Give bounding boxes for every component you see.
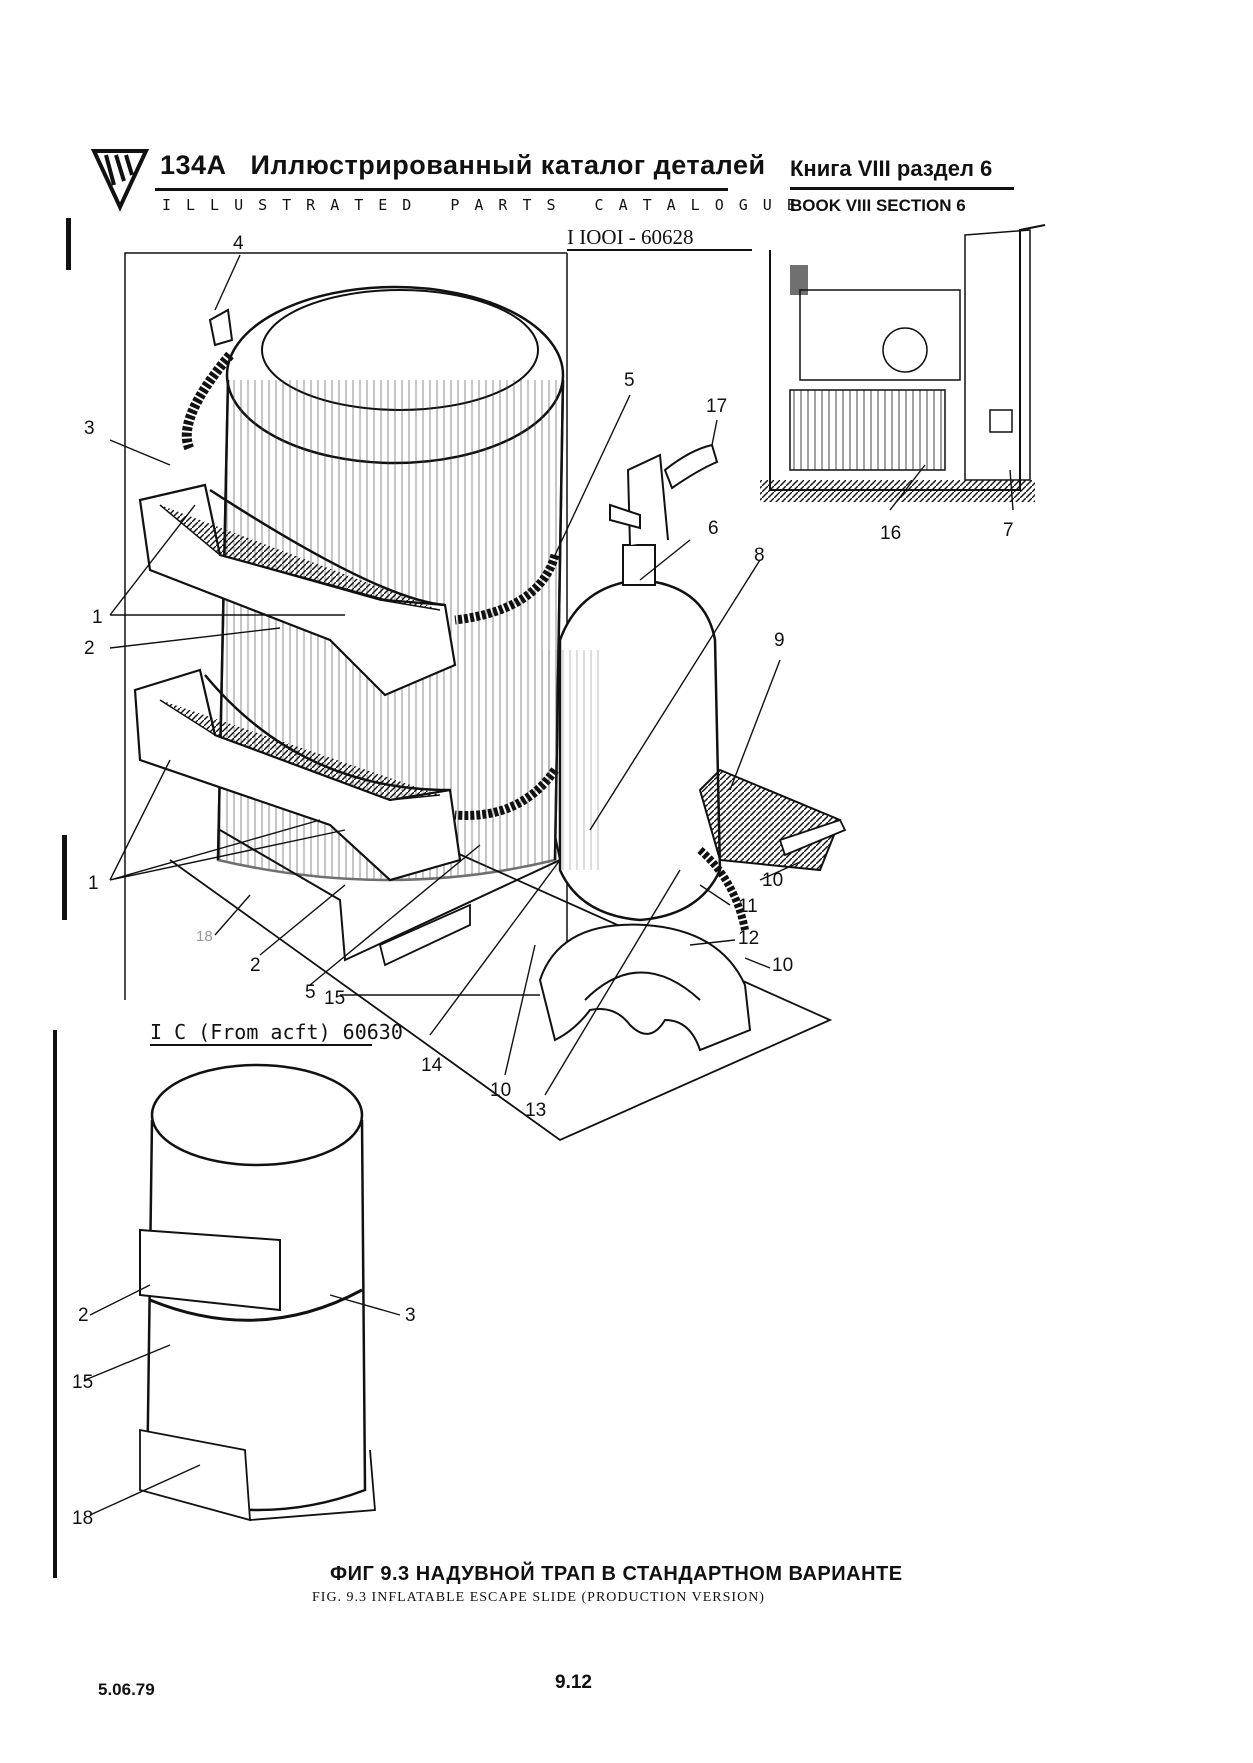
callout-2-bottom: 2 [78,1305,89,1326]
catalog-title-en: ILLUSTRATED PARTS CATALOGUE [162,196,811,214]
callout-7: 7 [1003,520,1014,541]
callout-5-lower: 5 [305,982,316,1003]
callout-18-faint: 18 [196,928,213,945]
effectivity-upper: I IOOI - 60628 [567,225,694,249]
callout-17: 17 [706,396,728,417]
footer-page-number: 9.12 [555,1672,592,1693]
cabin-inset [760,224,1046,502]
side-bracket [698,768,842,872]
callout-3-bottom: 3 [405,1305,416,1326]
margin-bar-top [66,218,71,270]
catalog-title-ru: 134A Иллюстрированный каталог деталей [160,150,766,181]
strap-upper [454,553,560,625]
lower-bracket [133,668,462,882]
callout-10-right: 10 [762,870,784,891]
book-section-en: BOOK VIII SECTION 6 [790,196,966,215]
bottle-strap [697,846,749,931]
callout-11: 11 [738,896,758,917]
callout-3: 3 [84,418,95,439]
callout-8: 8 [754,545,765,566]
callout-5: 5 [624,370,635,391]
figure-caption-en: FIG. 9.3 INFLATABLE ESCAPE SLIDE (PRODUC… [312,1590,765,1605]
callout-16: 16 [880,523,902,544]
title-ru-text: Иллюстрированный каталог деталей [250,150,766,180]
margin-bar-mid [62,835,67,920]
margin-bar-lower [53,1030,57,1578]
slide-container-later [139,1063,376,1522]
model-number: 134A [160,150,227,180]
callout-15: 15 [324,988,346,1009]
footer-date: 5.06.79 [98,1680,155,1699]
callout-18-bottom: 18 [72,1508,94,1529]
callout-13: 13 [525,1100,547,1121]
callout-2-lower: 2 [250,955,261,976]
effectivity-lower: I C (From acft) 60630 [150,1020,403,1044]
upper-bracket [138,483,457,697]
callout-12: 12 [738,928,760,949]
callout-1-upper: 1 [92,607,103,628]
manufacturer-logo [90,149,150,212]
leader-lines [84,254,1014,1516]
header-rule [155,188,728,191]
callout-2-upper: 2 [84,638,95,659]
callout-10-base: 10 [772,955,794,976]
book-section-ru: Книга VIII раздел 6 [790,156,993,181]
callout-4: 4 [233,233,244,254]
gas-bottle [542,443,722,922]
callout-1-lower: 1 [88,873,99,894]
book-rule [790,187,1014,190]
effectivity-lower-rule [150,1044,372,1046]
figure-caption-ru: ФИГ 9.3 НАДУВНОЙ ТРАП В СТАНДАРТНОМ ВАРИ… [330,1563,903,1585]
bottle-cradle [538,923,752,1052]
callout-10-lower: 10 [490,1080,512,1101]
callout-15-bottom: 15 [72,1372,94,1393]
strap-top [181,351,234,453]
callout-9: 9 [774,630,785,651]
effectivity-upper-rule [567,249,752,251]
callout-14: 14 [421,1055,443,1076]
callout-6: 6 [708,518,719,539]
